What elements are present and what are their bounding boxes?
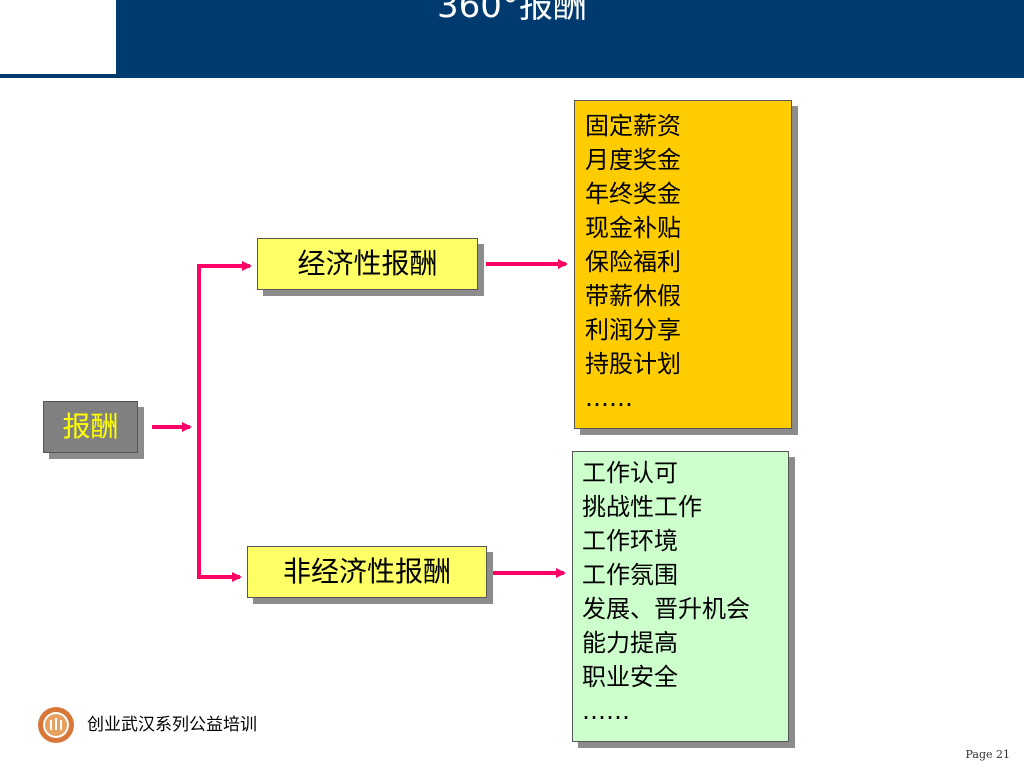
non-economic-reward-list: 工作认可 挑战性工作 工作环境 工作氛围 发展、晋升机会 能力提高 职业安全 …… [572,451,789,742]
header-bar [0,0,1024,78]
list-item: 带薪休假 [585,282,681,310]
economic-reward-list: 固定薪资 月度奖金 年终奖金 现金补贴 保险福利 带薪休假 利润分享 持股计划 … [574,100,792,429]
list-item: 职业安全 [582,663,678,691]
list-item: 现金补贴 [585,214,681,242]
list-item: 挑战性工作 [582,493,702,521]
list-item: 固定薪资 [585,112,681,140]
list-item: …… [585,384,633,412]
list-item: 利润分享 [585,316,681,344]
header-logo-area [0,0,116,74]
list-item: 工作认可 [582,459,678,487]
list-item: 工作氛围 [582,561,678,589]
org-logo-icon [38,707,74,743]
list-item: 发展、晋升机会 [582,595,750,623]
page-number: Page 21 [965,748,1010,761]
slide-title: 360°报酬 [437,0,587,26]
list-item: 工作环境 [582,527,678,555]
list-item: 年终奖金 [585,180,681,208]
list-item: 持股计划 [585,350,681,378]
list-item: …… [582,697,630,725]
non-economic-reward-node: 非经济性报酬 [247,546,487,598]
footer-org-text: 创业武汉系列公益培训 [87,715,257,735]
list-item: 月度奖金 [585,146,681,174]
list-item: 能力提高 [582,629,678,657]
list-item: 保险福利 [585,248,681,276]
economic-reward-node: 经济性报酬 [257,238,478,290]
root-node: 报酬 [43,401,138,453]
